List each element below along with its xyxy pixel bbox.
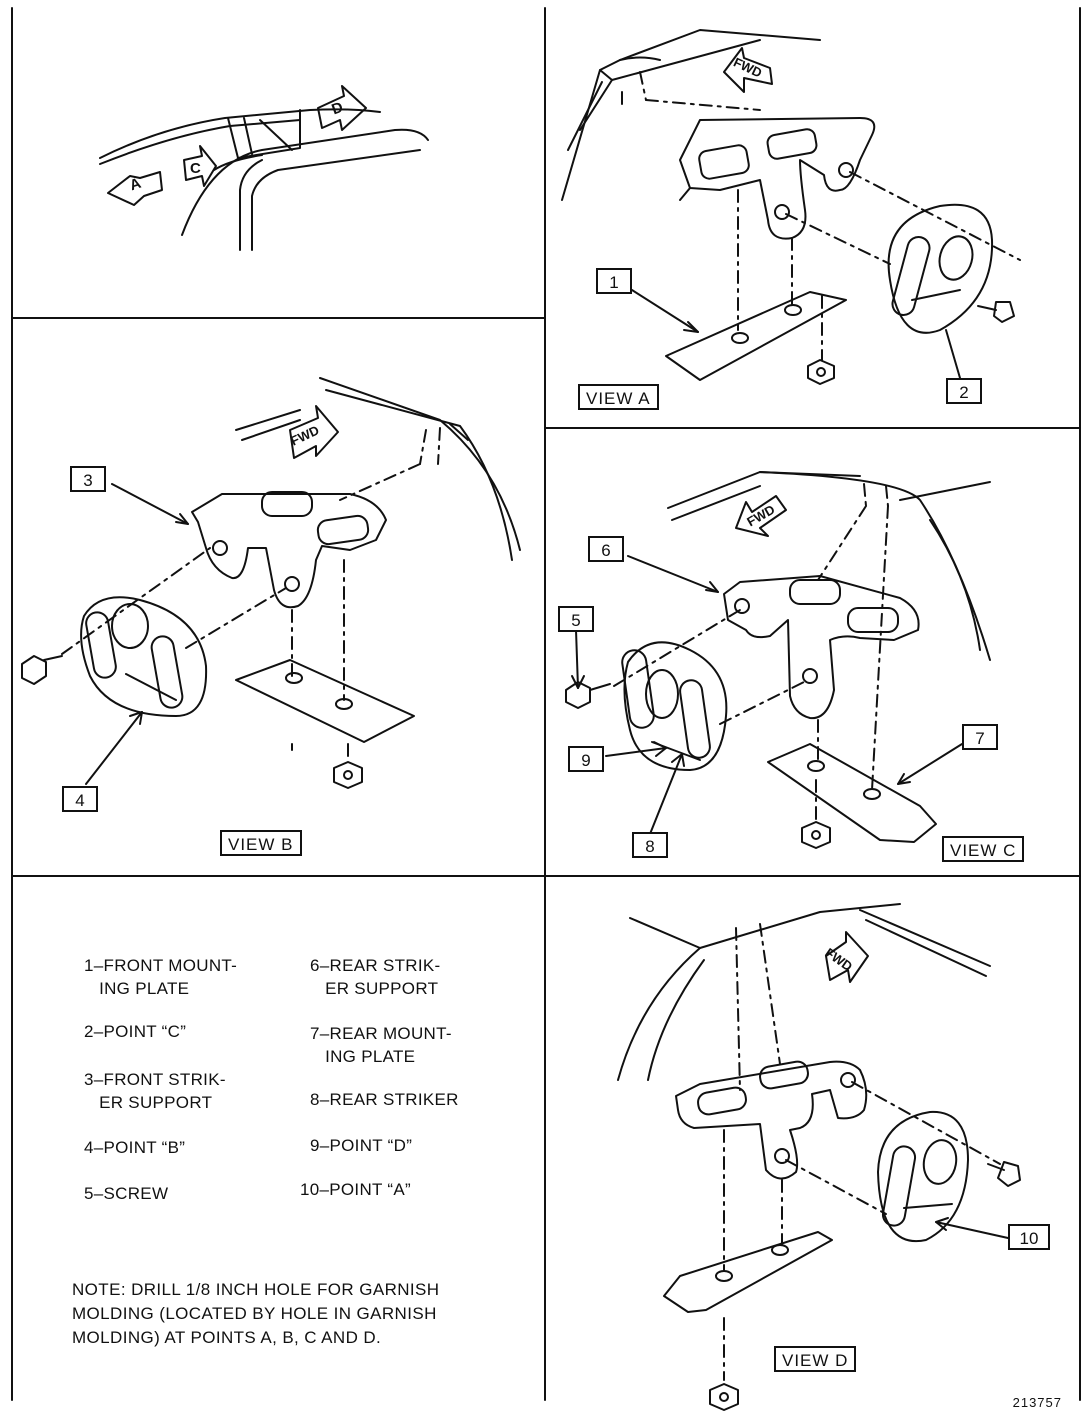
legend-item-5: 5–SCREW (84, 1184, 169, 1203)
view-c-label: VIEW C (942, 836, 1025, 862)
view-c-diagram (565, 471, 991, 849)
callout-5: 5 (558, 606, 594, 632)
callout-6: 6 (588, 536, 624, 562)
overview-arrow-a-icon (107, 171, 163, 206)
view-d-diagram (617, 903, 1021, 1411)
callout-7: 7 (962, 724, 998, 750)
legend-item-6: 6–REAR STRIK- ER SUPPORT (310, 956, 441, 998)
view-d-fwd-arrow-icon (825, 931, 869, 983)
callout-10: 10 (1008, 1224, 1050, 1250)
callout-1: 1 (596, 268, 632, 294)
legend-item-9: 9–POINT “D” (310, 1136, 413, 1155)
legend-item-1: 1–FRONT MOUNT- ING PLATE (84, 956, 238, 998)
view-b-label: VIEW B (220, 830, 302, 856)
figure-number: 213757 (1012, 1395, 1062, 1410)
view-b-fwd-arrow-icon (289, 405, 339, 459)
view-d-label: VIEW D (774, 1346, 857, 1372)
drill-note: NOTE: DRILL 1/8 INCH HOLE FOR GARNISH MO… (72, 1280, 440, 1347)
legend-item-2: 2–POINT “C” (84, 1022, 187, 1041)
legend-item-7: 7–REAR MOUNT- ING PLATE (310, 1024, 452, 1066)
overview-arrow-c-icon (183, 145, 217, 187)
panel-frame (11, 7, 1081, 1401)
legend-item-3: 3–FRONT STRIK- ER SUPPORT (84, 1070, 226, 1112)
arrow-c-label: C (190, 160, 201, 177)
callout-3: 3 (70, 466, 106, 492)
legend-item-4: 4–POINT “B” (84, 1138, 186, 1157)
view-a-diagram (561, 29, 1021, 385)
overview-vehicle-roof (99, 108, 429, 251)
view-b-diagram (21, 377, 521, 789)
callout-9: 9 (568, 746, 604, 772)
legend-item-10: 10–POINT “A” (300, 1180, 411, 1199)
overview-arrow-d-icon (317, 85, 367, 131)
callout-8: 8 (632, 832, 668, 858)
callout-4: 4 (62, 786, 98, 812)
legend-item-8: 8–REAR STRIKER (310, 1090, 459, 1109)
view-a-label: VIEW A (578, 384, 659, 410)
view-a-fwd-arrow-icon (723, 47, 773, 93)
view-c-fwd-arrow-icon (735, 495, 787, 537)
callout-2: 2 (946, 378, 982, 404)
